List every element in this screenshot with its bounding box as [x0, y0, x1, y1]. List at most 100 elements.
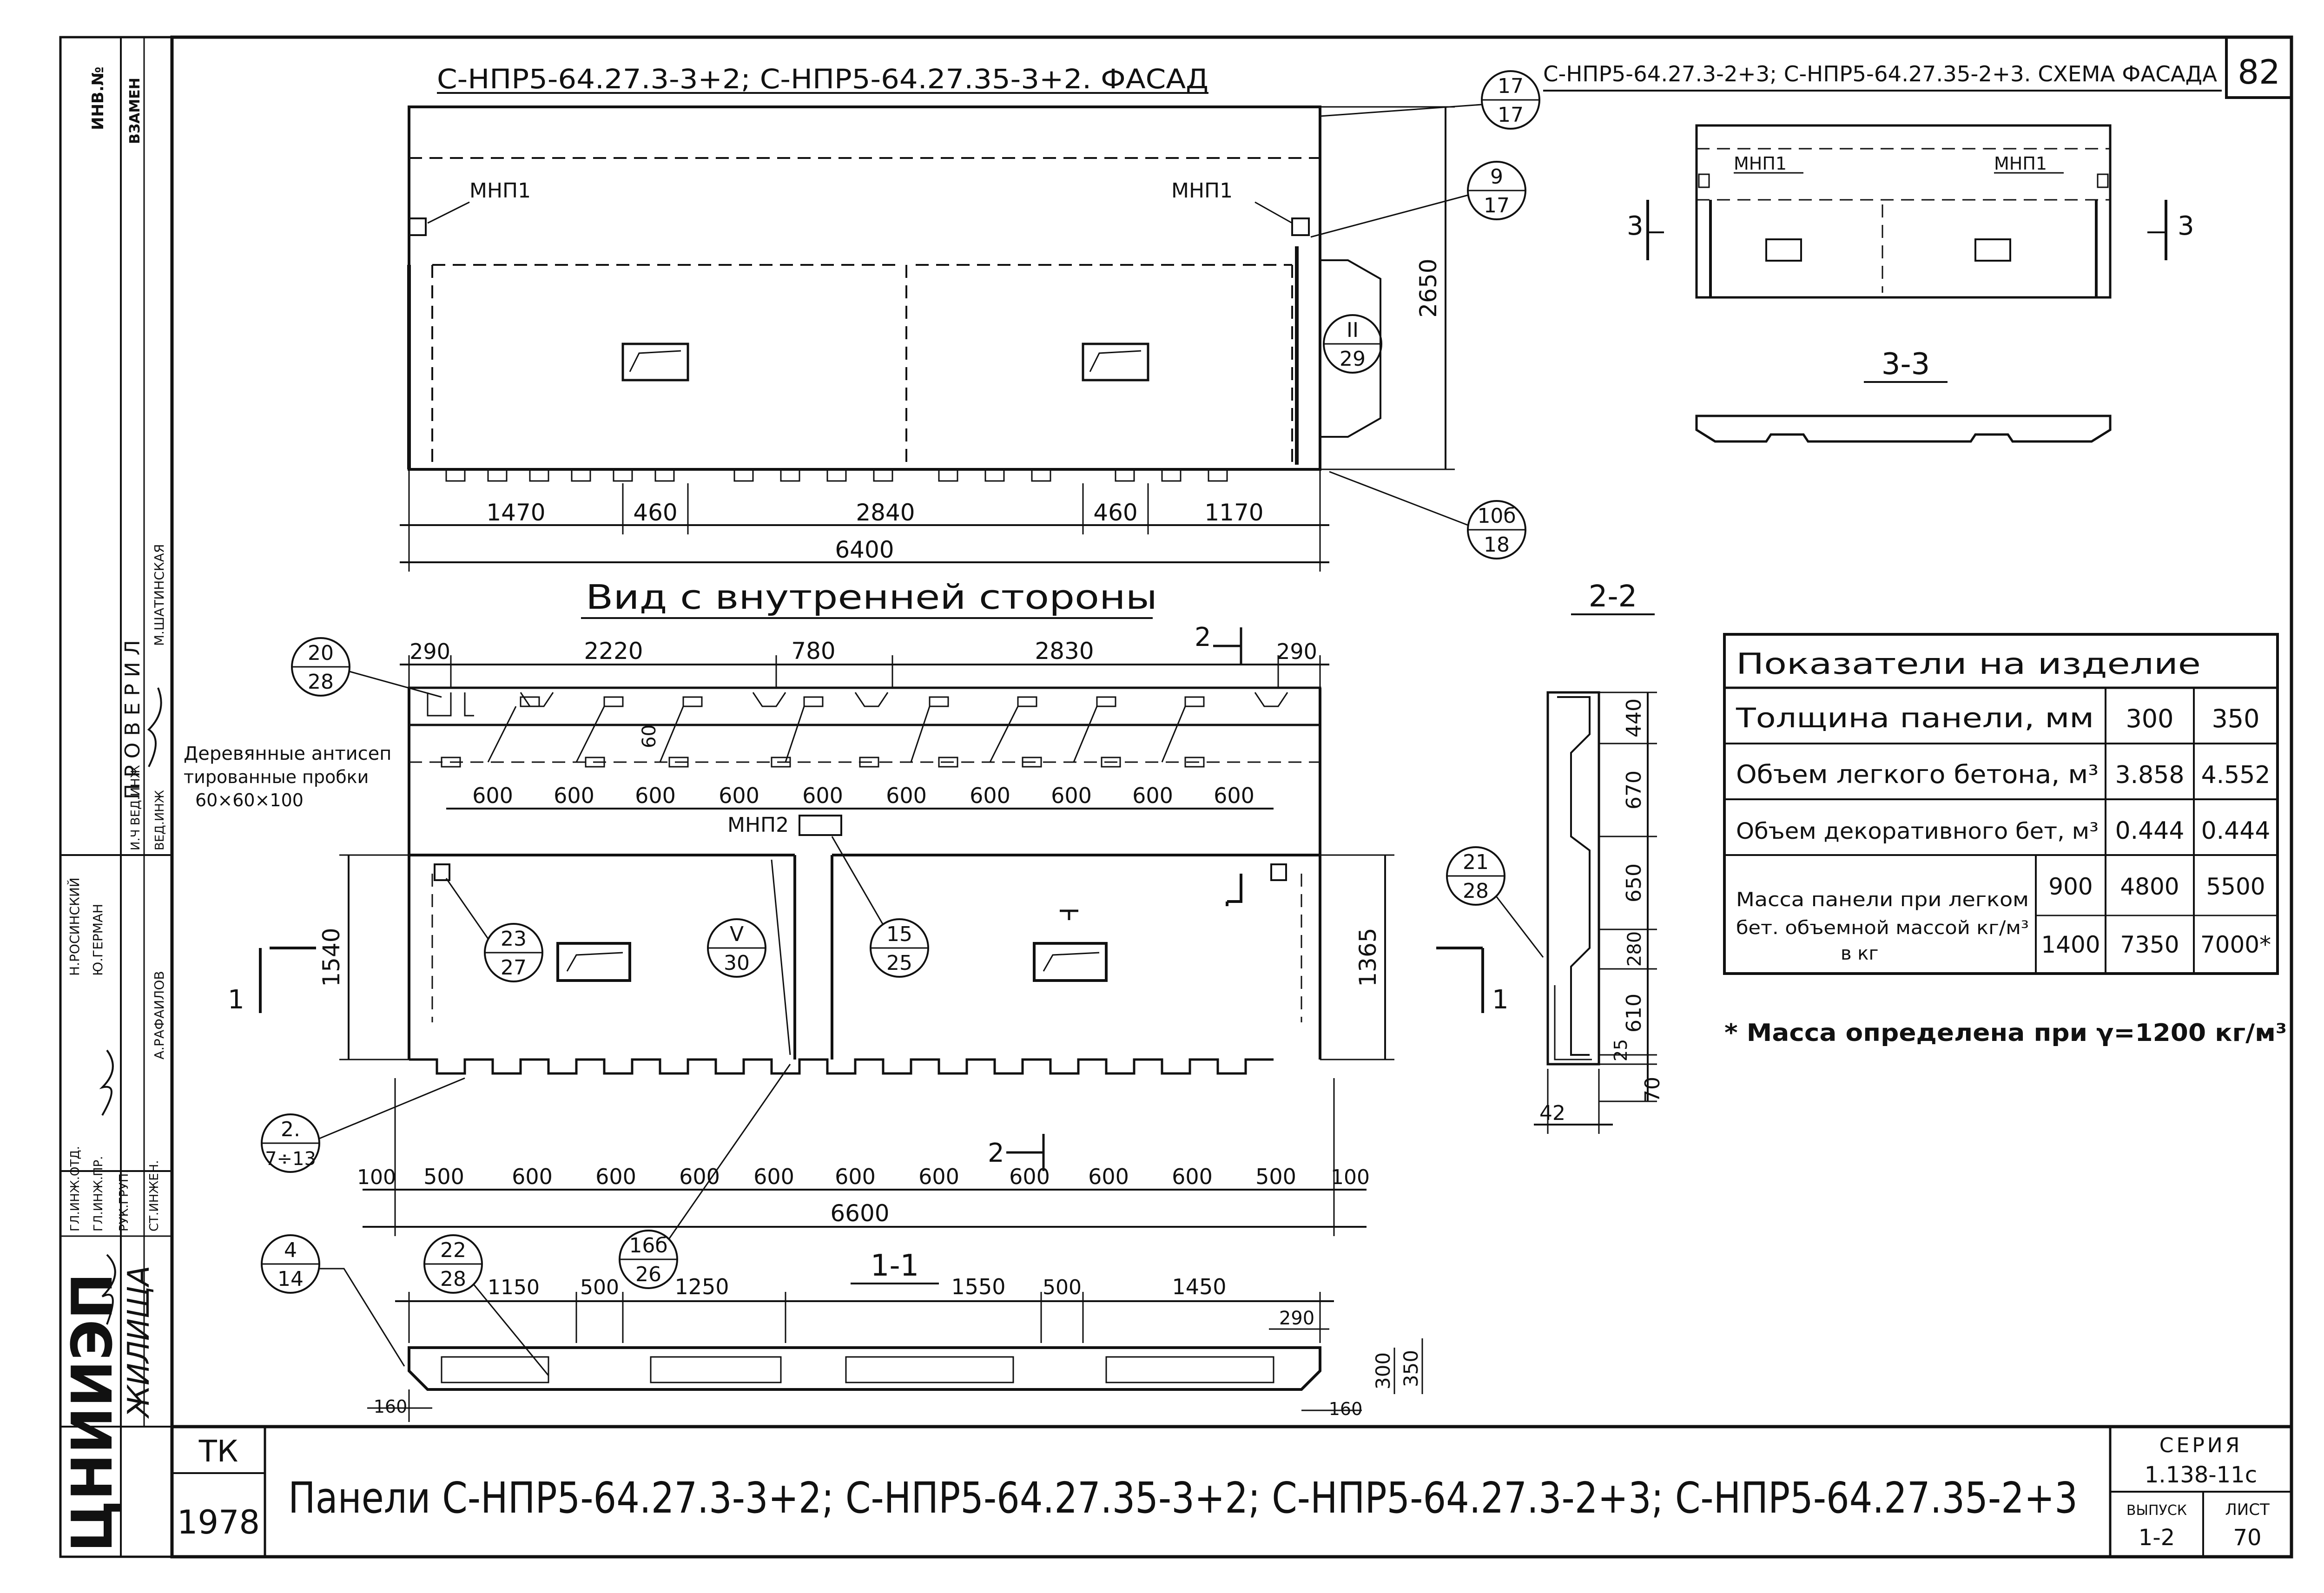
inner-bottom-dim-2: 500 [423, 1164, 464, 1189]
indicators-mass-1400-350: 7000* [2200, 931, 2271, 958]
inner-cut-left: 1 [228, 985, 244, 1015]
indicators-deco-350: 0.444 [2201, 817, 2271, 845]
inner-cut-mark-bottom: 2 [988, 1138, 1004, 1168]
inner-cut-right: 1 [1492, 985, 1509, 1015]
callout-bottom: 17 [1484, 194, 1510, 217]
indicators-density-900: 900 [2048, 873, 2093, 900]
inner-mnp2-box [799, 815, 842, 836]
facade-callout-9-17: 9 17 [1310, 161, 1526, 238]
sheet-number: 70 [2233, 1525, 2261, 1551]
inner-bottom-dim-7: 600 [835, 1164, 876, 1189]
callout-bottom: 25 [886, 951, 912, 975]
section22-dim-6: 25 [1611, 1039, 1631, 1061]
callout-top: 9 [1490, 165, 1503, 189]
signature-3 [147, 687, 162, 767]
inner-callout-23-27: 23 27 [445, 878, 543, 982]
inner-bottom-dim-8: 600 [918, 1164, 959, 1189]
scheme-section-3-3 [1695, 415, 2112, 443]
inner-bottom-dim-3: 600 [512, 1164, 553, 1189]
section11-right-end: 160 [1329, 1399, 1363, 1419]
scheme-cut-left: 3 [1627, 211, 1644, 241]
strip-role-5: И.Ч ВЕД.ИНЖ [129, 765, 143, 850]
callout-top: 4 [284, 1238, 297, 1262]
section22-dim-5: 610 [1622, 994, 1646, 1033]
facade-window-left [621, 342, 689, 382]
section22-callout-21-28: 21 28 [1446, 846, 1544, 958]
strip-vzamen-label: ВЗАМЕН [127, 78, 143, 144]
series-value: 1.138-11с [2145, 1462, 2257, 1488]
section11-callout-16b-26: 16б 26 [619, 1064, 791, 1289]
inner-bottom-dim-5: 600 [679, 1164, 720, 1189]
indicators-mass-1400-300: 7350 [2120, 931, 2179, 958]
section22-dim-2: 670 [1622, 770, 1646, 810]
scheme-cut-right: 3 [2178, 211, 2194, 241]
signature-2 [99, 1049, 114, 1116]
indicators-mass-label-1: Масса панели при легком [1736, 888, 2029, 911]
section-1-1: 1-1 1150 500 1250 1550 500 1450 290 160 … [261, 1064, 1423, 1422]
series-label: СЕРИЯ [2159, 1434, 2243, 1457]
facade-dim-4: 460 [1093, 499, 1137, 526]
inner-title: Вид с внутренней стороны [586, 578, 1157, 617]
inner-top-dim-2: 2220 [584, 638, 643, 665]
callout-top: 20 [308, 641, 334, 665]
section11-outline [408, 1346, 1321, 1391]
sheet-label: ЛИСТ [2225, 1501, 2270, 1519]
strip-role-2: ГЛ.ИНЖ.ПР. [92, 1156, 106, 1231]
signature-1 [101, 1254, 116, 1325]
inner-callout-v-30: V 30 [707, 918, 766, 978]
indicators-light-label: Объем легкого бетона, м³ [1736, 760, 2099, 789]
inner-spacing-8: 600 [1051, 783, 1092, 808]
inner-top-dim-5: 290 [1276, 639, 1317, 664]
inner-top-dim-4: 2830 [1035, 638, 1094, 665]
stamp-year: 1978 [177, 1503, 260, 1541]
scheme-mnp1-right: МНП1 [1994, 153, 2047, 174]
indicators-table: Показатели на изделие Толщина панели, мм… [1723, 633, 2287, 1047]
section22-title: 2-2 [1589, 579, 1637, 614]
inner-spacing-3: 600 [635, 783, 676, 808]
inner-bottom-dim-12: 500 [1255, 1164, 1296, 1189]
callout-bottom: 7÷13 [265, 1148, 316, 1170]
facade-dim-total: 6400 [835, 536, 894, 563]
indicators-thickness-300: 300 [2126, 704, 2173, 733]
scheme-mnp1-left: МНП1 [1734, 153, 1787, 174]
callout-bottom: 26 [635, 1263, 661, 1286]
inner-cut-mark-top: 2 [1195, 622, 1211, 652]
indicators-deco-300: 0.444 [2115, 817, 2185, 845]
strip-checked-label: ПРОВЕРИЛ [121, 633, 145, 799]
sheet-frame [59, 35, 2293, 1559]
facade-callout-10b-18: 10б 18 [1329, 471, 1526, 560]
callout-bottom: 28 [308, 670, 334, 694]
inner-bottom-teeth [409, 1058, 1274, 1075]
section11-thickness-350: 350 [1400, 1350, 1422, 1387]
callout-top: 2. [281, 1118, 300, 1141]
callout-bottom: 17 [1498, 103, 1524, 127]
section22-dim-3: 650 [1622, 863, 1646, 902]
section11-callout-22-28: 22 28 [423, 1234, 549, 1376]
inner-left-height: 1540 [318, 928, 345, 987]
indicators-footnote: * Масса определена при γ=1200 кг/м³ [1724, 1019, 2287, 1047]
inner-note-line-3: 60×60×100 [195, 790, 304, 810]
inner-bottom-dim-13: 100 [1331, 1165, 1370, 1189]
facade-height: 2650 [1415, 258, 1442, 317]
section22-dim-7: 70 [1641, 1077, 1664, 1103]
facade-mnp1-left-mark [408, 217, 427, 236]
strip-checked-name: М.ШАТИНСКАЯ [152, 544, 167, 646]
section22-dim-4: 280 [1624, 931, 1645, 967]
callout-top: 23 [501, 927, 527, 951]
scheme-section-title: 3-3 [1882, 347, 1930, 382]
scheme-panel-outline [1695, 124, 2112, 299]
indicators-density-1400: 1400 [2041, 931, 2100, 958]
section11-dim-2: 500 [580, 1276, 619, 1299]
indicators-mass-label-3: в кг [1841, 943, 1878, 964]
section11-thickness-300: 300 [1372, 1352, 1394, 1389]
section-2-2: 2-2 440 670 650 280 610 25 70 42 21 28 [1446, 579, 1664, 1134]
section11-left-end: 160 [374, 1396, 408, 1417]
strip-role-1: ГЛ.ИНЖ.ОТД. [68, 1146, 82, 1231]
facade-mnp1-right: МНП1 [1171, 179, 1233, 203]
title-block: ТК 1978 Панели С-НПР5-64.27.3-3+2; С-НПР… [177, 53, 2280, 1551]
facade-callout-ii-29: II 29 [1323, 314, 1382, 374]
inner-bottom-dim-9: 600 [1009, 1164, 1050, 1189]
inner-spacing-4: 600 [719, 783, 759, 808]
inner-bottom-dim-11: 600 [1172, 1164, 1213, 1189]
inner-bottom-dim-4: 600 [595, 1164, 636, 1189]
